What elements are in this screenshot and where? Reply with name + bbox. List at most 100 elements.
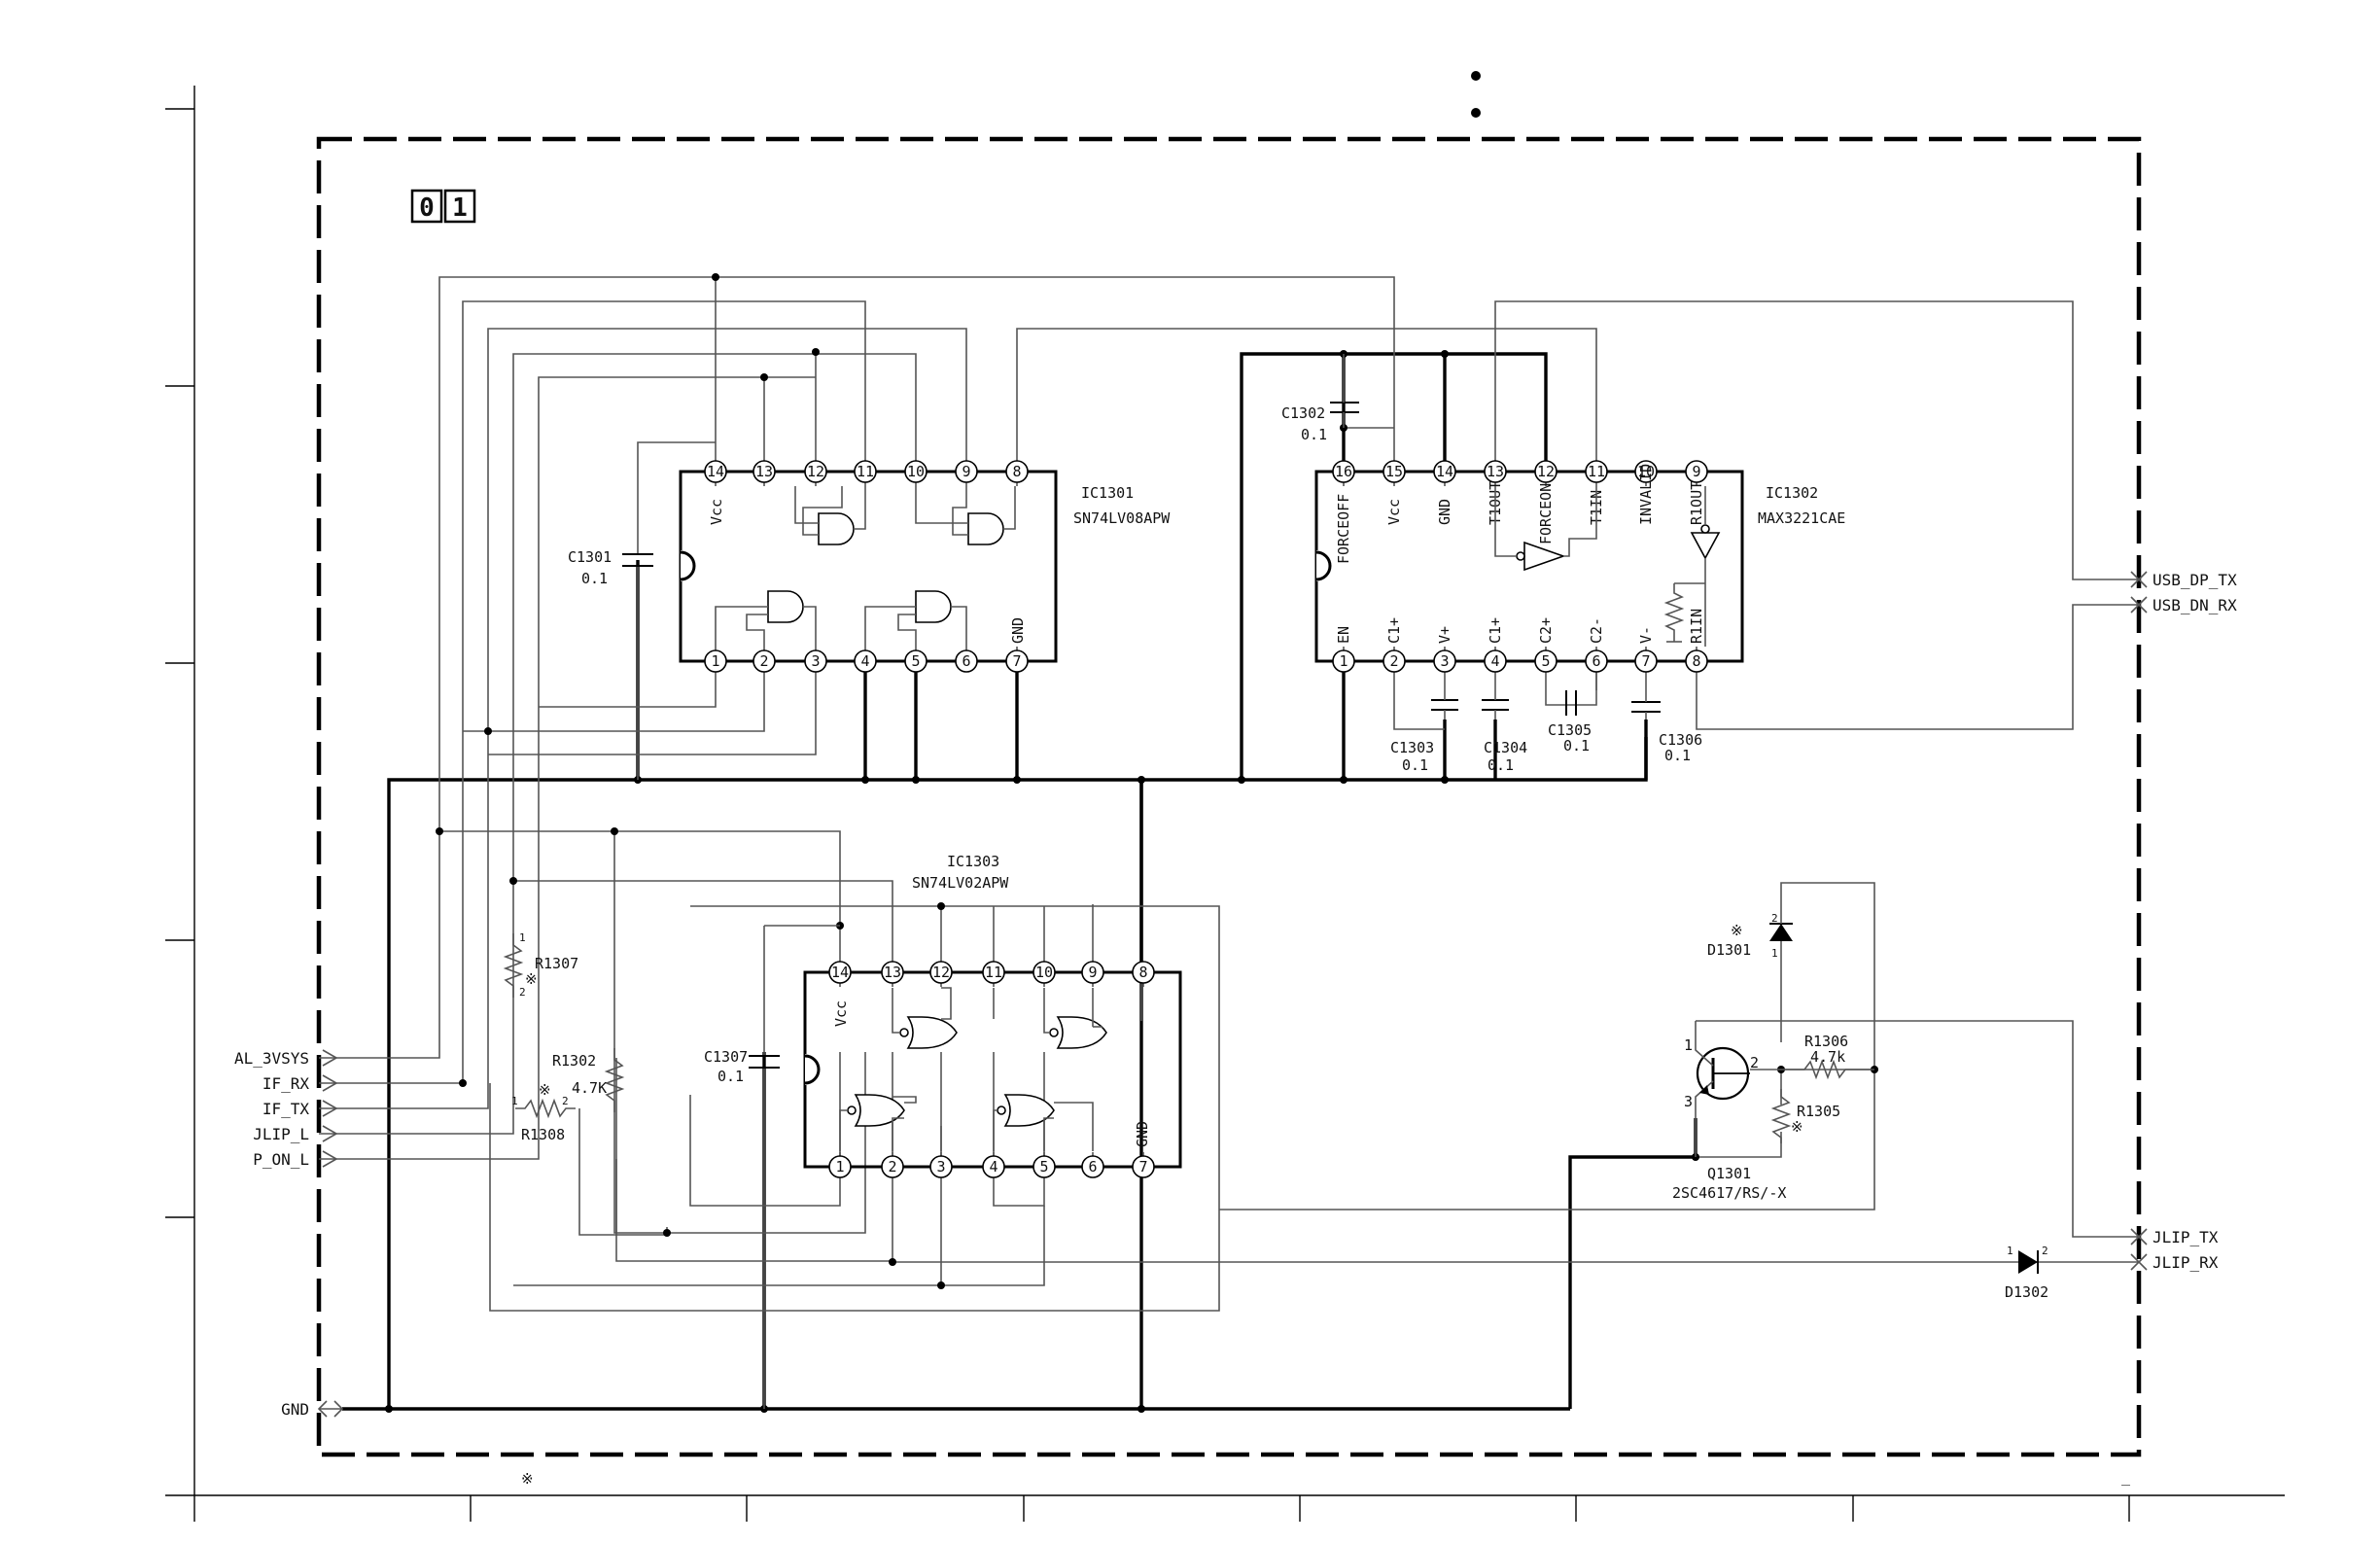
- ic1302-ref: IC1302: [1766, 484, 1818, 502]
- capacitor-c1307: C1307 0.1: [704, 925, 840, 1409]
- ic-pin-number: 6: [1592, 652, 1600, 670]
- q1301-part: 2SC4617/RS/-X: [1672, 1184, 1786, 1202]
- ic-pin: [704, 649, 727, 673]
- ic-pin-number: 2: [759, 652, 768, 670]
- r1308-pin2: 2: [562, 1095, 569, 1107]
- ic-pin-number: 10: [1035, 964, 1053, 981]
- ic-pin: [1534, 460, 1558, 483]
- ic-pin: [704, 460, 727, 483]
- q1301-ref: Q1301: [1707, 1165, 1751, 1182]
- ic-pin-number: 11: [985, 964, 1002, 981]
- ic-pin-number: 14: [831, 964, 849, 981]
- r1308-pin1: 1: [511, 1095, 518, 1107]
- ic-pin: [1634, 460, 1658, 483]
- ic-pin-number: 7: [1641, 652, 1650, 670]
- ic1303-vcc-label: Vcc: [832, 1000, 850, 1027]
- c1303-value: 0.1: [1402, 756, 1428, 774]
- c1306-ref: C1306: [1659, 731, 1702, 749]
- sheet-frame: [165, 71, 2285, 1522]
- ic-pin-number: 14: [707, 463, 724, 480]
- ic-pin-number: 13: [1487, 463, 1504, 480]
- capacitor-c1301: C1301 0.1: [568, 441, 716, 780]
- c1304-value: 0.1: [1488, 756, 1514, 774]
- r1307-pin2: 2: [519, 986, 526, 999]
- port-jlip-tx: JLIP_TX: [2130, 1228, 2219, 1246]
- resistor-r1305: R1305 ※: [1770, 1089, 1840, 1143]
- ic-pin: [904, 460, 928, 483]
- port-gnd: GND: [281, 1400, 344, 1419]
- junction-dots: [385, 273, 1878, 1413]
- note-dash: _: [2121, 1468, 2131, 1486]
- ic1303-gnd-label: GND: [1134, 1121, 1151, 1147]
- capacitor-c1305: C1305 0.1: [1548, 690, 1592, 754]
- port-p-on-l: P_ON_L: [253, 1150, 342, 1169]
- nor-gate: [906, 1016, 958, 1049]
- ic1302-pin-label: R1OUT: [1688, 481, 1705, 525]
- ic-pin-number: 14: [1436, 463, 1453, 480]
- ic-pin: [955, 649, 978, 673]
- and-gate: [915, 590, 952, 623]
- ic1301-part: SN74LV08APW: [1073, 509, 1171, 527]
- ic-pin-number: 16: [1335, 463, 1352, 480]
- ic-pin-number: 13: [884, 964, 901, 981]
- port-if-rx: IF_RX: [262, 1074, 342, 1093]
- ic-pin-number: 6: [962, 652, 970, 670]
- ic-pin: [1005, 649, 1029, 673]
- driver-buffer: [1523, 541, 1566, 572]
- ic-pin: [982, 961, 1005, 984]
- q1301-pin2: 2: [1750, 1054, 1759, 1071]
- ic-pin: [1484, 649, 1507, 673]
- ic-pin-number: 10: [1637, 463, 1655, 480]
- d1302-pin2: 2: [2042, 1245, 2048, 1257]
- port-label: JLIP_TX: [2152, 1228, 2219, 1246]
- and-gate: [967, 512, 1004, 545]
- ic-pin: [854, 649, 877, 673]
- ic-pin: [904, 649, 928, 673]
- ic1301-gnd-label: GND: [1009, 617, 1027, 644]
- ic-pin: [955, 460, 978, 483]
- d1301-ref: D1301: [1707, 941, 1751, 959]
- ic-pin: [804, 460, 827, 483]
- ic-pin: [881, 1155, 904, 1178]
- r1302-value: 4.7K: [572, 1079, 607, 1097]
- resistor-r1308: R1308 ※ 1 2: [511, 1081, 576, 1143]
- port-label: IF_TX: [262, 1100, 310, 1118]
- ic-pin: [929, 961, 953, 984]
- ic-pin: [1382, 649, 1406, 673]
- r1308-mark: ※: [539, 1081, 551, 1099]
- note-asterisk: ※: [521, 1470, 534, 1488]
- and-gate: [818, 512, 855, 545]
- ic-pin: [1032, 961, 1056, 984]
- ic-pin-number: 13: [755, 463, 773, 480]
- ic1303-ref: IC1303: [947, 853, 999, 870]
- ic1302-pin-label: Vcc: [1385, 499, 1403, 525]
- r1306-value: 4.7k: [1810, 1048, 1845, 1066]
- ic1302-pin-label: C1+: [1385, 617, 1403, 644]
- board-boundary: [316, 136, 2142, 1457]
- ic-pin-number: 7: [1012, 652, 1021, 670]
- ic-pin-number: 9: [962, 463, 970, 480]
- ic-pin: [1433, 649, 1456, 673]
- d1301-mark: ※: [1731, 922, 1743, 939]
- port-jlip-l: JLIP_L: [253, 1125, 342, 1143]
- resistor-r1307: R1307 ※ 1 2: [503, 931, 578, 999]
- nor-gate: [1056, 1016, 1107, 1049]
- r1306-ref: R1306: [1804, 1033, 1848, 1050]
- signal-wires: [342, 276, 2139, 1312]
- capacitor-c1306: C1306 0.1: [1631, 692, 1702, 764]
- ic-pin: [828, 1155, 852, 1178]
- ic-pin-number: 3: [936, 1158, 945, 1176]
- ic-pin: [1433, 460, 1456, 483]
- ic1302-pin-label: INVALID: [1637, 464, 1655, 525]
- ic-pin-number: 1: [1339, 652, 1348, 670]
- receiver-buffer: [1690, 532, 1721, 560]
- ic-pin-number: 1: [711, 652, 719, 670]
- ic-pin-number: 4: [1490, 652, 1499, 670]
- ic-pin: [1081, 961, 1104, 984]
- ic-pin: [1382, 460, 1406, 483]
- ic-pin: [1332, 649, 1355, 673]
- c1305-value: 0.1: [1563, 737, 1590, 754]
- ic-pin-number: 5: [1039, 1158, 1048, 1176]
- c1301-value: 0.1: [581, 570, 608, 587]
